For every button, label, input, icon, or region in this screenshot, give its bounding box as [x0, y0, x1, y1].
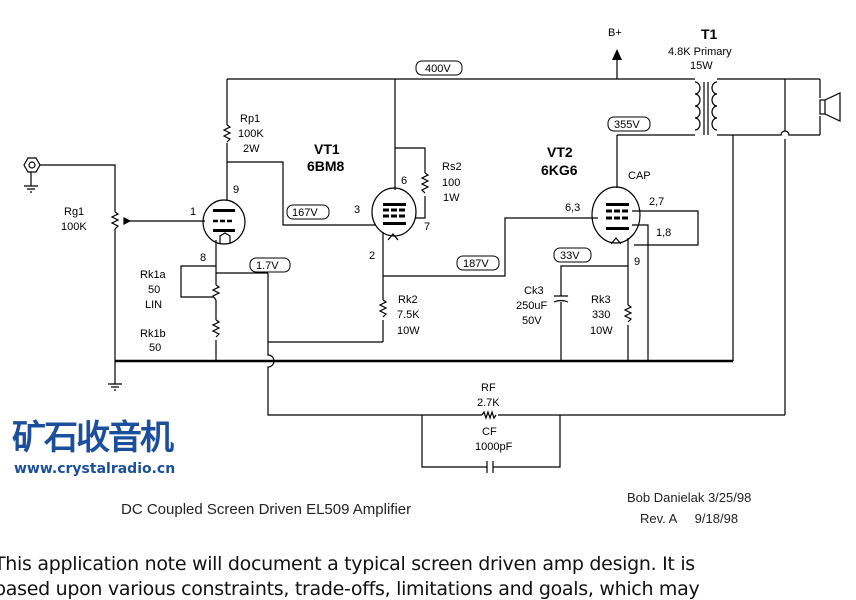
- svg-text:355V: 355V: [614, 119, 640, 131]
- ground-icon: [24, 185, 122, 391]
- svg-text:10W: 10W: [397, 325, 420, 337]
- svg-text:10W: 10W: [590, 325, 613, 337]
- svg-text:2: 2: [369, 250, 375, 262]
- svg-text:330: 330: [592, 309, 610, 321]
- svg-text:1,8: 1,8: [656, 227, 671, 239]
- svg-text:4.8K Primary: 4.8K Primary: [668, 46, 732, 58]
- svg-text:50: 50: [148, 284, 160, 296]
- svg-text:T1: T1: [701, 26, 718, 42]
- svg-text:9: 9: [233, 184, 239, 196]
- vt1-pentode-icon: [371, 187, 417, 241]
- cf-icon: [486, 461, 494, 473]
- svg-text:250uF: 250uF: [516, 300, 547, 312]
- author-date: Bob Danielak 3/25/98: [627, 490, 751, 505]
- svg-text:7: 7: [424, 221, 430, 233]
- svg-text:187V: 187V: [463, 258, 489, 270]
- svg-text:Ck3: Ck3: [524, 285, 544, 297]
- svg-text:167V: 167V: [292, 207, 318, 219]
- svg-text:100: 100: [442, 177, 460, 189]
- svg-text:Rp1: Rp1: [240, 113, 260, 125]
- vt1-triode-icon: [202, 199, 246, 245]
- body-paragraph-line-2: based upon various constraints, trade-of…: [0, 578, 700, 600]
- vt2-pentode-icon: [591, 186, 641, 245]
- svg-text:33V: 33V: [560, 250, 580, 262]
- transformer-icon: [694, 81, 718, 135]
- svg-text:CF: CF: [482, 426, 497, 438]
- input-jack-icon: [23, 157, 41, 173]
- revision: Rev. A 9/18/98: [640, 511, 738, 526]
- svg-text:Rk1a: Rk1a: [140, 269, 167, 281]
- rf-icon: [481, 410, 497, 420]
- watermark-url: www.crystalradio.cn: [14, 461, 176, 477]
- rs2-icon: [420, 172, 430, 194]
- svg-text:B+: B+: [608, 27, 622, 39]
- ck3-icon: [553, 295, 569, 303]
- watermark-logo: 矿石收音机: [12, 418, 174, 458]
- svg-text:LIN: LIN: [145, 299, 162, 311]
- svg-text:VT1: VT1: [314, 141, 340, 157]
- rk1a-icon: [211, 284, 221, 301]
- svg-text:6,3: 6,3: [565, 202, 580, 214]
- svg-text:1W: 1W: [443, 192, 460, 204]
- svg-text:2W: 2W: [243, 143, 260, 155]
- body-paragraph-line-1: This application note will document a ty…: [0, 553, 695, 575]
- svg-text:1000pF: 1000pF: [475, 441, 513, 453]
- svg-text:2.7K: 2.7K: [477, 397, 500, 409]
- speaker-icon: [819, 92, 841, 122]
- badge-167v: 167V: [286, 204, 330, 220]
- svg-text:50: 50: [149, 342, 161, 354]
- svg-text:1: 1: [190, 206, 196, 218]
- svg-text:8: 8: [200, 252, 206, 264]
- svg-text:7.5K: 7.5K: [397, 309, 420, 321]
- svg-text:Rk1b: Rk1b: [140, 328, 166, 340]
- svg-text:400V: 400V: [425, 63, 451, 75]
- rp1-icon: [222, 124, 232, 143]
- svg-text:6KG6: 6KG6: [541, 162, 578, 178]
- svg-text:15W: 15W: [690, 60, 713, 72]
- badge-33v: 33V: [553, 247, 592, 263]
- svg-text:2,7: 2,7: [649, 196, 664, 208]
- wires: [30, 58, 821, 468]
- badge-355v: 355V: [607, 116, 651, 132]
- svg-text:Rk2: Rk2: [398, 294, 418, 306]
- resistor-icons: [110, 124, 633, 473]
- labels: B+ T1 4.8K Primary 15W VT1 6BM8 VT2 6KG6…: [61, 26, 751, 526]
- svg-text:Rg1: Rg1: [64, 206, 84, 218]
- b-plus-arrow-icon: [612, 49, 622, 60]
- svg-text:3: 3: [354, 204, 360, 216]
- svg-text:100K: 100K: [61, 221, 87, 233]
- svg-text:Rk3: Rk3: [591, 294, 611, 306]
- svg-text:Rs2: Rs2: [442, 161, 462, 173]
- svg-text:100K: 100K: [238, 128, 264, 140]
- rk2-icon: [378, 299, 388, 318]
- badge-187v: 187V: [456, 255, 500, 271]
- rg1-pot-icon: [110, 211, 120, 230]
- badge-1-7v: 1.7V: [249, 257, 291, 273]
- rk3-icon: [623, 304, 633, 323]
- svg-text:6BM8: 6BM8: [307, 158, 345, 174]
- rk1b-icon: [211, 319, 221, 338]
- svg-text:9: 9: [634, 256, 640, 268]
- schematic-title: DC Coupled Screen Driven EL509 Amplifier: [121, 501, 411, 518]
- svg-text:VT2: VT2: [547, 144, 573, 160]
- svg-text:50V: 50V: [522, 315, 542, 327]
- svg-text:1.7V: 1.7V: [256, 260, 279, 272]
- svg-text:RF: RF: [481, 382, 496, 394]
- badge-400v: 400V: [415, 60, 463, 76]
- svg-text:6: 6: [401, 175, 407, 187]
- svg-text:CAP: CAP: [628, 170, 651, 182]
